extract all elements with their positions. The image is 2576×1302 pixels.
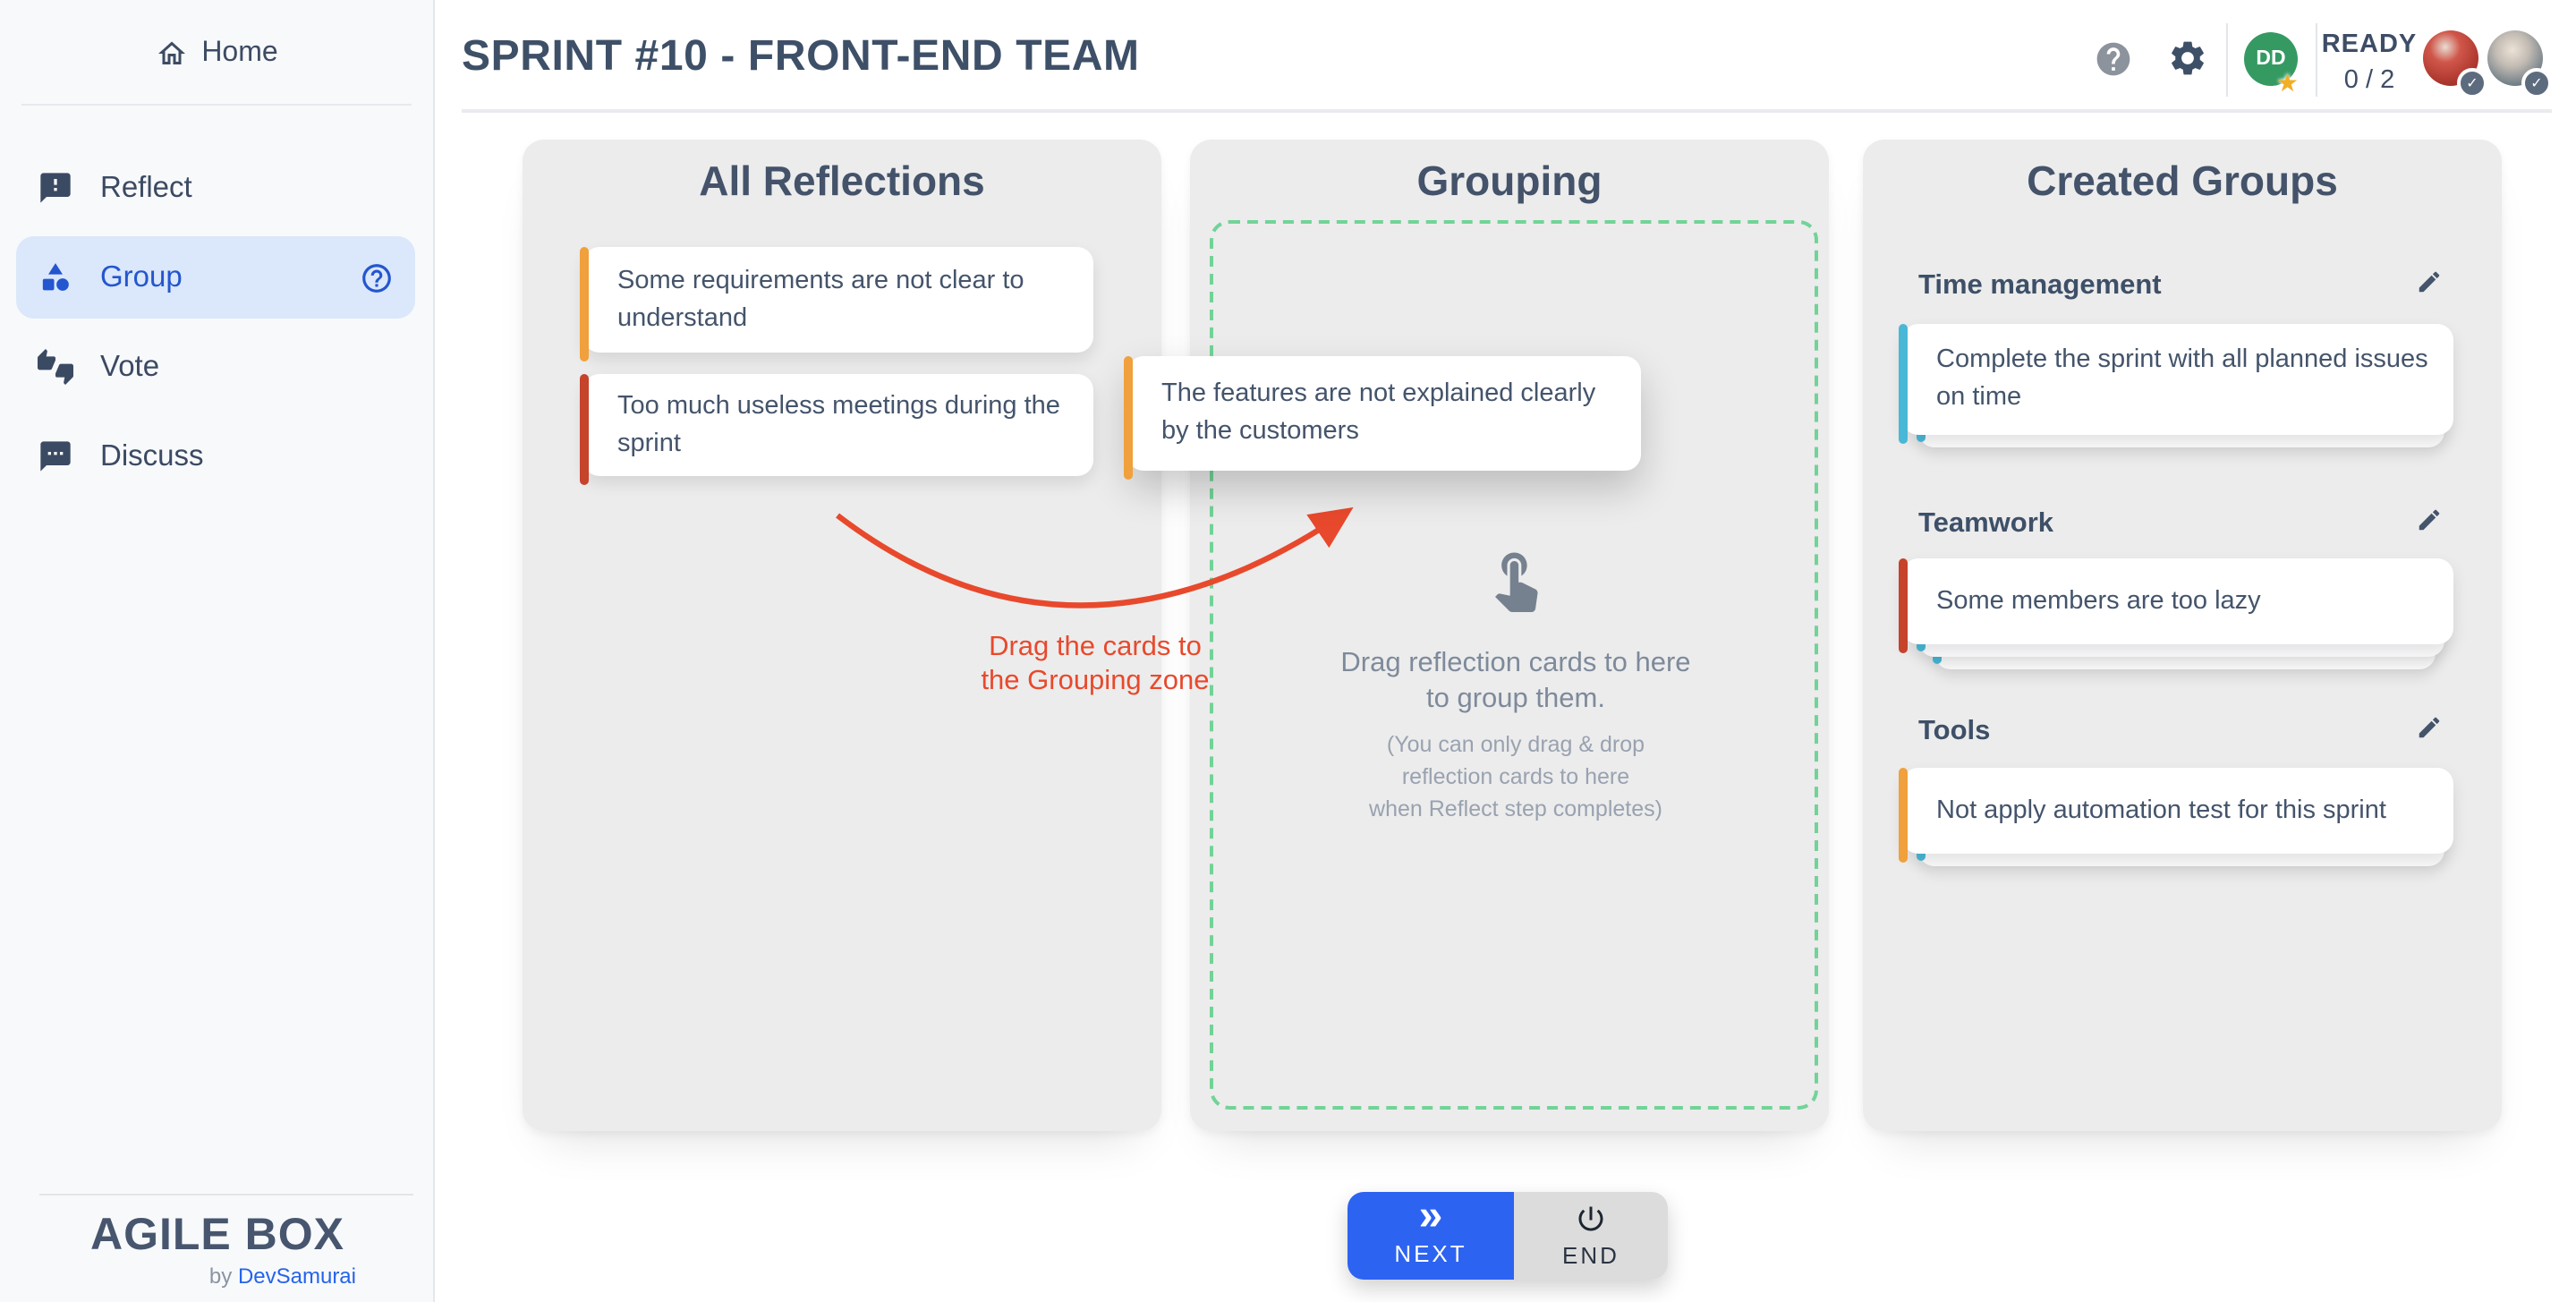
card-text: Some requirements are not clear to under…: [617, 266, 1024, 332]
group-card[interactable]: Some members are too lazy: [1899, 558, 2453, 653]
reflect-bubble-icon: [40, 173, 71, 203]
group-card-stack: Some members are too lazy: [1899, 558, 2453, 669]
group-header-tools: Tools: [1918, 714, 2443, 750]
thumbs-up-down-icon: [38, 349, 73, 385]
sidebar-item-discuss[interactable]: Discuss: [16, 415, 415, 498]
page-title: SPRINT #10 - FRONT-END TEAM: [462, 32, 1140, 81]
home-label: Home: [201, 38, 278, 68]
step-action-bar: » NEXT END: [1348, 1192, 1668, 1280]
sidebar-item-vote[interactable]: Vote: [16, 326, 415, 408]
dropzone-note-line3: when Reflect step completes): [1369, 796, 1662, 821]
card-accent-bar: [1124, 356, 1133, 480]
dropzone-note: (You can only drag & drop reflection car…: [1247, 728, 1784, 825]
nav-label: Vote: [100, 350, 160, 382]
card-accent-bar: [1899, 324, 1908, 444]
sidebar-nav: Reflect Group Vote Discuss: [16, 147, 415, 505]
current-user-avatar[interactable]: DD: [2244, 32, 2298, 86]
group-card[interactable]: Not apply automation test for this sprin…: [1899, 768, 2453, 863]
panel-title: Created Groups: [2027, 157, 2338, 204]
edit-group-button[interactable]: [2416, 714, 2443, 750]
double-chevron-right-icon: »: [1418, 1192, 1443, 1239]
edit-pencil-icon: [2419, 509, 2440, 531]
dragging-reflection-card[interactable]: The features are not explained clearly b…: [1124, 356, 1641, 480]
group-name: Teamwork: [1918, 508, 2054, 539]
nav-label: Discuss: [100, 439, 204, 472]
group-header-teamwork: Teamwork: [1918, 506, 2443, 542]
brand-name: AGILE BOX: [89, 1210, 344, 1260]
gear-icon: [2172, 41, 2204, 75]
card-accent-bar: [580, 247, 589, 362]
end-button-label: END: [1562, 1242, 1620, 1269]
header-divider-2: [2316, 23, 2317, 97]
group-name: Tools: [1918, 716, 1991, 746]
help-icon: [2096, 42, 2130, 76]
grouping-panel: Grouping: [1190, 140, 1829, 1131]
panel-title: Grouping: [1416, 157, 1603, 204]
group-card-stack: Complete the sprint with all planned iss…: [1899, 324, 2453, 447]
group-card-stack: Not apply automation test for this sprin…: [1899, 768, 2453, 866]
dropzone-note-line1: (You can only drag & drop: [1386, 732, 1645, 757]
reflection-card[interactable]: Too much useless meetings during the spr…: [580, 374, 1093, 485]
sidebar-item-home[interactable]: Home: [0, 38, 433, 70]
drag-annotation-line2: the Grouping zone: [981, 666, 1210, 696]
check-badge-icon: ✓: [2457, 68, 2487, 98]
dropzone-hint-line1: Drag reflection cards to here: [1340, 648, 1691, 678]
dropzone-hint: Drag reflection cards to here to group t…: [1247, 646, 1784, 716]
ready-label: READY: [2321, 30, 2418, 59]
panel-title: All Reflections: [699, 157, 985, 204]
next-step-button[interactable]: » NEXT: [1348, 1192, 1514, 1280]
nav-label: Group: [100, 260, 183, 293]
brand-by: by: [208, 1264, 233, 1289]
drag-annotation-line1: Drag the cards to: [989, 632, 1202, 662]
sidebar-divider: [21, 104, 412, 106]
group-shapes-icon: [42, 263, 69, 291]
chat-dots-icon: [40, 441, 71, 472]
grouping-dropzone[interactable]: [1210, 220, 1818, 1110]
sidebar-item-reflect[interactable]: Reflect: [16, 147, 415, 229]
ready-status: READY 0 / 2: [2319, 30, 2419, 95]
next-button-label: NEXT: [1394, 1239, 1467, 1266]
star-badge-icon: ★: [2276, 68, 2300, 97]
dropzone-note-line2: reflection cards to here: [1401, 764, 1630, 789]
brand-byline: by DevSamurai: [0, 1264, 435, 1289]
home-icon: [157, 41, 185, 64]
group-header-time-management: Time management: [1918, 268, 2443, 304]
check-badge-icon: ✓: [2521, 68, 2552, 98]
edit-group-button[interactable]: [2416, 506, 2443, 542]
group-name: Time management: [1918, 270, 2162, 301]
card-text: Some members are too lazy: [1936, 586, 2261, 615]
sidebar-item-group[interactable]: Group: [16, 236, 415, 319]
nav-label: Reflect: [100, 171, 192, 203]
edit-pencil-icon: [2419, 717, 2440, 738]
card-text: Too much useless meetings during the spr…: [617, 391, 1060, 457]
edit-pencil-icon: [2419, 271, 2440, 293]
card-accent-bar: [1899, 558, 1908, 653]
settings-button[interactable]: [2167, 38, 2208, 88]
drag-annotation: Drag the cards to the Grouping zone: [889, 630, 1301, 698]
card-text: The features are not explained clearly b…: [1161, 379, 1596, 446]
brand-logo: AGILE BOX by DevSamurai: [0, 1210, 435, 1289]
sidebar-footer-divider: [39, 1194, 413, 1196]
dropzone-hint-line2: to group them.: [1426, 683, 1605, 713]
header-divider: [462, 109, 2552, 113]
header-divider-1: [2226, 23, 2228, 97]
card-accent-bar: [1899, 768, 1908, 863]
help-circle-icon: [362, 263, 391, 292]
touch-icon: [1495, 552, 1538, 612]
group-card[interactable]: Complete the sprint with all planned iss…: [1899, 324, 2453, 444]
group-help-button[interactable]: [360, 260, 394, 294]
sidebar: Home Reflect Group Vote Discuss: [0, 0, 435, 1302]
ready-count: 0 / 2: [2343, 66, 2395, 95]
help-button[interactable]: [2094, 39, 2133, 88]
power-icon: [1578, 1206, 1603, 1231]
end-session-button[interactable]: END: [1514, 1192, 1668, 1280]
card-text: Complete the sprint with all planned iss…: [1936, 345, 2428, 412]
edit-group-button[interactable]: [2416, 268, 2443, 304]
card-accent-bar: [580, 374, 589, 485]
reflection-card[interactable]: Some requirements are not clear to under…: [580, 247, 1093, 362]
brand-company-link[interactable]: DevSamurai: [237, 1264, 356, 1289]
card-text: Not apply automation test for this sprin…: [1936, 796, 2386, 824]
